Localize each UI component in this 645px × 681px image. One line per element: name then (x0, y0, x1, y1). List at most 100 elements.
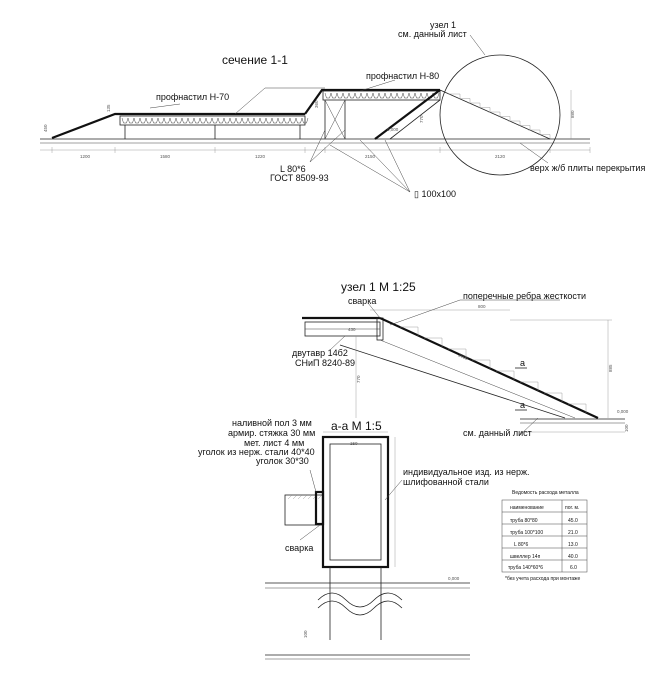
detail-a-a: а-а М 1:5 наливной пол 3 мм армир. стяжк… (198, 418, 530, 660)
deck-rib (342, 92, 350, 99)
dim-1200: 1200 (80, 154, 91, 159)
node-1-step (496, 370, 515, 380)
table-cell-value: 40.0 (568, 554, 578, 560)
vdim-450: 450 (43, 124, 48, 132)
node-1-see-sheet: см. данный лист (463, 428, 532, 438)
node-1-dim-430: 430 (348, 327, 356, 332)
deck-rib (253, 117, 261, 124)
step-up (304, 88, 440, 115)
table-cell-name: швеллер 14п (510, 554, 541, 560)
node-1-step (448, 348, 467, 358)
section-1-1: сечение 1-1 узел 1 см. данный лист профн… (40, 20, 645, 199)
deck-rib (187, 117, 195, 124)
layer-5: уголок 30*30 (256, 456, 309, 466)
deck-h70-ribs (121, 117, 309, 124)
deck-rib (271, 117, 279, 124)
stair-step (478, 107, 491, 112)
stair-stringer-2 (389, 99, 441, 140)
deck-rib (384, 92, 392, 99)
deck-rib (283, 117, 291, 124)
deck-rib (265, 117, 273, 124)
node-1: узел 1 М 1:25 сварка поперечные ребра же… (292, 280, 629, 438)
node-1-circle (439, 54, 561, 176)
floor-layers (284, 494, 324, 526)
cut-a-bottom: а (520, 400, 525, 410)
dim-2120: 2120 (495, 154, 506, 159)
table-row: труба 140*60*6 6.0 (508, 565, 577, 571)
deck-rib (330, 92, 338, 99)
deck-rib (175, 117, 183, 124)
post-break (317, 592, 403, 608)
node-1-leader (469, 34, 486, 56)
stair-steps (448, 93, 551, 139)
deck-rib (217, 117, 225, 124)
deck-rib (127, 117, 135, 124)
leader (359, 79, 396, 92)
deck-rib (205, 117, 213, 124)
hatch-line (297, 494, 303, 500)
table-cell-name: труба 80*80 (510, 518, 538, 524)
layer-1: наливной пол 3 мм (232, 418, 312, 428)
stair-stringer (374, 89, 441, 140)
deck-rib (193, 117, 201, 124)
leader-ribs (389, 299, 461, 326)
deck-rib (235, 117, 243, 124)
deck-rib (372, 92, 380, 99)
product-inner (329, 443, 382, 561)
angle-40 (314, 490, 325, 526)
leader-weld (299, 524, 321, 541)
dim-2150: 2150 (365, 154, 376, 159)
hatch-line (317, 494, 323, 500)
stair-step (468, 102, 481, 107)
cut-a-top: а (520, 358, 525, 368)
deck-rib (163, 117, 171, 124)
vdim-880: 880 (570, 110, 575, 118)
deck-rib (259, 117, 267, 124)
table-title: Ведомость расхода металла (512, 490, 579, 496)
node-1-ibeam-2: СНиП 8240-89 (295, 358, 355, 368)
vdim-770: 770 (419, 115, 424, 123)
deck-rib (289, 117, 297, 124)
product-label-1: индивидуальное изд. из нерж. (403, 467, 530, 477)
node-1-title: узел 1 М 1:25 (341, 280, 416, 294)
stair-step (498, 116, 511, 121)
deck-rib (211, 117, 219, 124)
table-cell-value: 21.0 (568, 530, 578, 536)
deck-rib (229, 117, 237, 124)
node-1-dim-885: 885 (608, 364, 613, 372)
leader-weld (367, 302, 381, 319)
node-1-level: 0,000 (617, 409, 629, 414)
leader (309, 129, 346, 163)
deck-rib (157, 117, 165, 124)
deck-rib (277, 117, 285, 124)
vdim-360: 360 (314, 100, 319, 108)
table-row: L 80*6 13.0 (514, 542, 578, 548)
hatch-line (292, 494, 298, 500)
node-ref-1: узел 1 (430, 20, 456, 30)
deck-rib (169, 117, 177, 124)
hatch-line (302, 494, 308, 500)
stair-step (488, 111, 501, 116)
deck-rib (247, 117, 255, 124)
angle-label-1: L 80*6 (280, 164, 306, 174)
section-title: сечение 1-1 (222, 53, 288, 67)
stair-step (448, 93, 461, 98)
node-1-dim-100: 100 (624, 424, 629, 432)
stair-step (508, 120, 521, 125)
stair-bottom-line (339, 344, 566, 419)
table-note: *без учета расхода при монтаже (505, 576, 581, 582)
frame-brace (324, 99, 346, 140)
table-cell-value: 45.0 (568, 518, 578, 524)
deck-rib (408, 92, 416, 99)
table-header-unit: пог. м. (565, 505, 579, 511)
deck-rib (378, 92, 386, 99)
stair-step (458, 98, 471, 103)
stair-step (518, 125, 531, 130)
layer-2: армир. стяжка 30 мм (228, 428, 315, 438)
dimension-marks (51, 147, 591, 153)
product-label-2: шлифованной стали (403, 477, 489, 487)
node-1-step (424, 337, 443, 347)
level-mark: 0,000 (387, 127, 399, 132)
leader-layers (309, 469, 317, 493)
node-1-step (520, 381, 539, 391)
